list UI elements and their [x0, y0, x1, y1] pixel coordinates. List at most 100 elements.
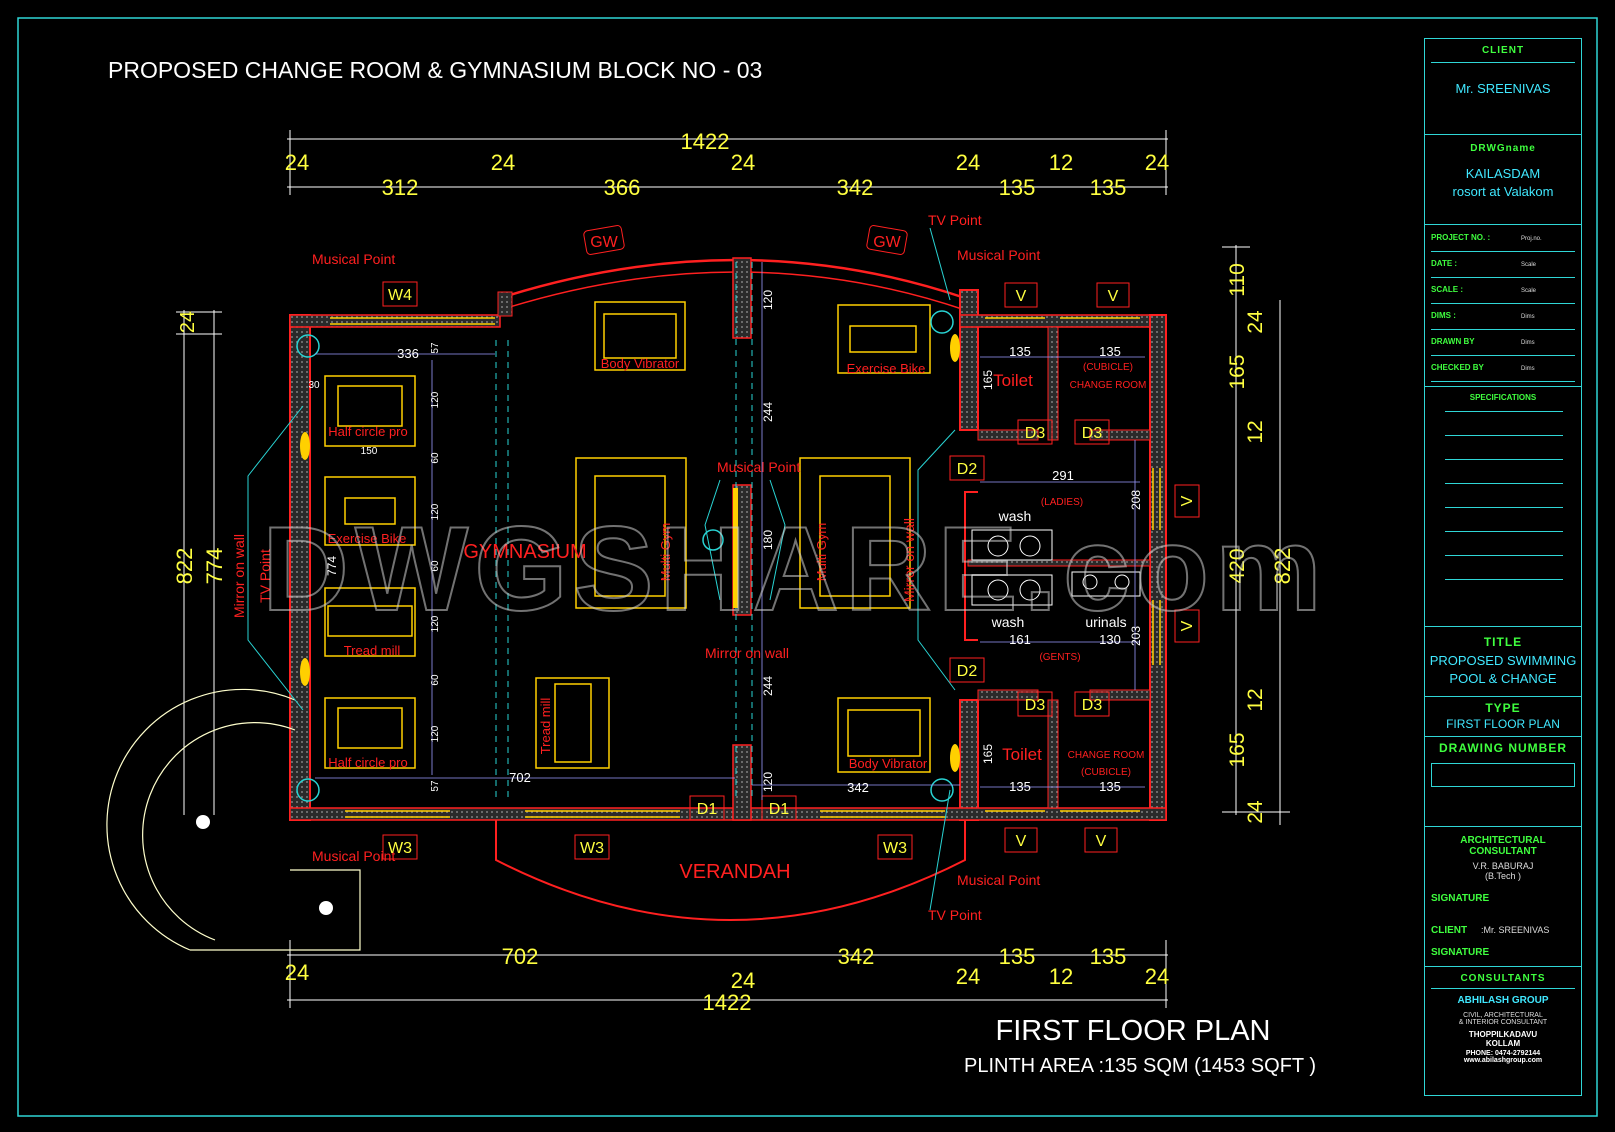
tb-spec-head: SPECIFICATIONS	[1469, 393, 1537, 402]
tag-ventilator: V	[1004, 827, 1038, 853]
label-musical-point: Musical Point	[957, 247, 1040, 263]
dim-interior: 120	[761, 772, 775, 792]
svg-text:GW: GW	[590, 234, 618, 251]
tag-door: D3	[1074, 691, 1110, 717]
point-symbols	[296, 310, 954, 802]
dim-top-total: 1422	[681, 129, 730, 154]
tb-drawing-number: DRAWING NUMBER	[1425, 737, 1581, 827]
label-musical-point: Musical Point	[957, 872, 1040, 888]
plinth-area: PLINTH AREA :135 SQM (1453 SQFT )	[964, 1055, 1316, 1077]
label-mirror: Mirror on wall	[705, 645, 789, 661]
svg-text:W3: W3	[883, 840, 907, 857]
dim-interior: 135	[1009, 779, 1031, 794]
tb-arch-head-1: ARCHITECTURAL	[1460, 835, 1546, 846]
dim-top-seg: 366	[604, 175, 641, 200]
tb-row: SCALE :Scale	[1431, 277, 1575, 304]
dim-right-seg: 165	[1226, 732, 1249, 767]
drawing-title: PROPOSED CHANGE ROOM & GYMNASIUM BLOCK N…	[108, 57, 762, 83]
label-urinals: urinals	[1085, 614, 1126, 630]
dim-interior: 150	[361, 446, 378, 457]
interior-dimension-lines	[315, 262, 1145, 800]
tb-type-section: TYPE FIRST FLOOR PLAN	[1425, 697, 1581, 737]
tag-ventilator: V	[1004, 282, 1038, 308]
bottom-dimension-lines	[287, 940, 1168, 1008]
dim-top-seg: 312	[382, 175, 419, 200]
svg-text:V: V	[1179, 620, 1196, 631]
dim-left-774: 774	[202, 548, 227, 585]
tb-drwg-name-1: KAILASDAM	[1465, 166, 1541, 181]
dim-top-seg: 135	[1090, 175, 1127, 200]
tb-row: PROJECT NO. :Proj.no.	[1431, 225, 1575, 252]
dim-bottom-total: 1422	[703, 990, 752, 1015]
tb-signature-2: SIGNATURE	[1431, 947, 1490, 958]
stair-landing-dot	[319, 901, 333, 915]
tag-door: D3	[1017, 419, 1053, 445]
dim-top-seg: 24	[1145, 150, 1169, 175]
dim-bottom-seg: 135	[1090, 944, 1127, 969]
tb-arch-name: V.R. BABURAJ	[1472, 861, 1534, 871]
dim-interior: 135	[1099, 344, 1121, 359]
dim-top-seg: 135	[999, 175, 1036, 200]
tb-type-head: TYPE	[1485, 701, 1521, 715]
tb-consultants-head: CONSULTANTS	[1460, 973, 1546, 984]
svg-text:V: V	[1179, 495, 1196, 506]
tag-door: D3	[1074, 419, 1110, 445]
tag-door: D1	[689, 795, 725, 821]
dim-interior: 57	[430, 342, 441, 354]
dim-right-seg: 165	[1226, 354, 1249, 389]
label-mirror: Mirror on wall	[231, 534, 247, 618]
tb-drwg-section: DRWGname KAILASDAM rosort at Valakom	[1425, 135, 1581, 225]
dim-right-total: 822	[1270, 548, 1295, 585]
equip-label: Body Vibrator	[601, 356, 680, 371]
svg-text:D1: D1	[697, 801, 718, 818]
sheet-border	[17, 17, 1598, 1117]
dim-interior: 336	[397, 346, 419, 361]
equip-label: Exercise Bike	[847, 361, 926, 376]
room-gymnasium: GYMNASIUM	[463, 541, 586, 563]
dim-top-seg: 24	[491, 150, 515, 175]
tb-consultant: ARCHITECTURAL CONSULTANT V.R. BABURAJ (B…	[1425, 827, 1581, 967]
label-mirror: Mirror on wall	[901, 518, 917, 602]
svg-text:D2: D2	[957, 663, 978, 680]
musical-speakers	[300, 334, 960, 772]
dim-top-seg: 342	[837, 175, 874, 200]
dim-interior: 165	[981, 744, 995, 764]
tb-client-label: CLIENT	[1431, 925, 1468, 936]
dim-top-seg: 24	[956, 150, 980, 175]
svg-text:W3: W3	[580, 840, 604, 857]
svg-text:GW: GW	[873, 234, 901, 251]
equip-label: Multi Gym	[814, 523, 829, 582]
tag-window: W3	[382, 834, 418, 860]
tb-signature-1: SIGNATURE	[1431, 893, 1490, 904]
dim-bottom-seg: 135	[999, 944, 1036, 969]
dim-interior: 203	[1129, 626, 1143, 646]
equip-label: Tread mill	[538, 698, 553, 755]
dim-top-seg: 24	[731, 150, 755, 175]
dim-interior: 30	[308, 380, 320, 391]
equip-label: Tread mill	[344, 643, 401, 658]
dim-interior: 774	[325, 556, 339, 576]
dim-interior: 120	[430, 391, 441, 408]
label-tv-point: TV Point	[257, 549, 273, 603]
dim-bottom-seg: 24	[285, 960, 309, 985]
dim-interior: 244	[761, 676, 775, 696]
dim-bottom-seg: 702	[502, 944, 539, 969]
dim-right-seg: 12	[1244, 420, 1267, 443]
dim-interior: 120	[430, 615, 441, 632]
svg-text:D3: D3	[1082, 425, 1103, 442]
tb-specifications: SPECIFICATIONS	[1425, 387, 1581, 627]
tb-group: ABHILASH GROUP	[1457, 995, 1549, 1006]
svg-text:D2: D2	[957, 461, 978, 478]
room-cubicle-bottom: (CUBICLE)	[1081, 767, 1131, 778]
tag-window: W4	[382, 281, 418, 307]
dim-interior: 60	[430, 560, 441, 572]
dim-top-seg: 24	[285, 150, 309, 175]
tag-door: D1	[761, 795, 797, 821]
tag-gw: GW	[583, 225, 625, 255]
tb-client-head: CLIENT	[1481, 45, 1525, 56]
tb-drwg-head: DRWGname	[1470, 143, 1536, 154]
plan-title: FIRST FLOOR PLAN	[995, 1015, 1270, 1047]
